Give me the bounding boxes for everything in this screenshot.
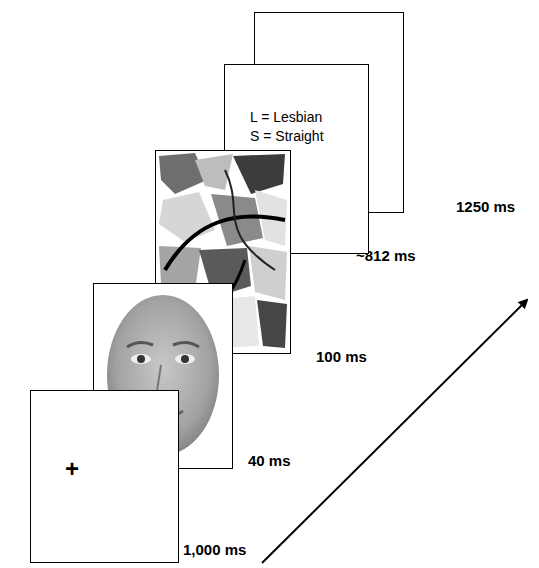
- duration-label: 1,000 ms: [183, 541, 246, 558]
- response-key: L = Lesbian: [250, 109, 322, 126]
- fixation-cross: +: [65, 455, 79, 484]
- duration-label: 40 ms: [248, 452, 291, 469]
- fixation-frame: +: [30, 390, 179, 563]
- duration-label: 100 ms: [316, 348, 367, 365]
- duration-label: 1250 ms: [456, 198, 515, 215]
- response-key: S = Straight: [250, 128, 324, 145]
